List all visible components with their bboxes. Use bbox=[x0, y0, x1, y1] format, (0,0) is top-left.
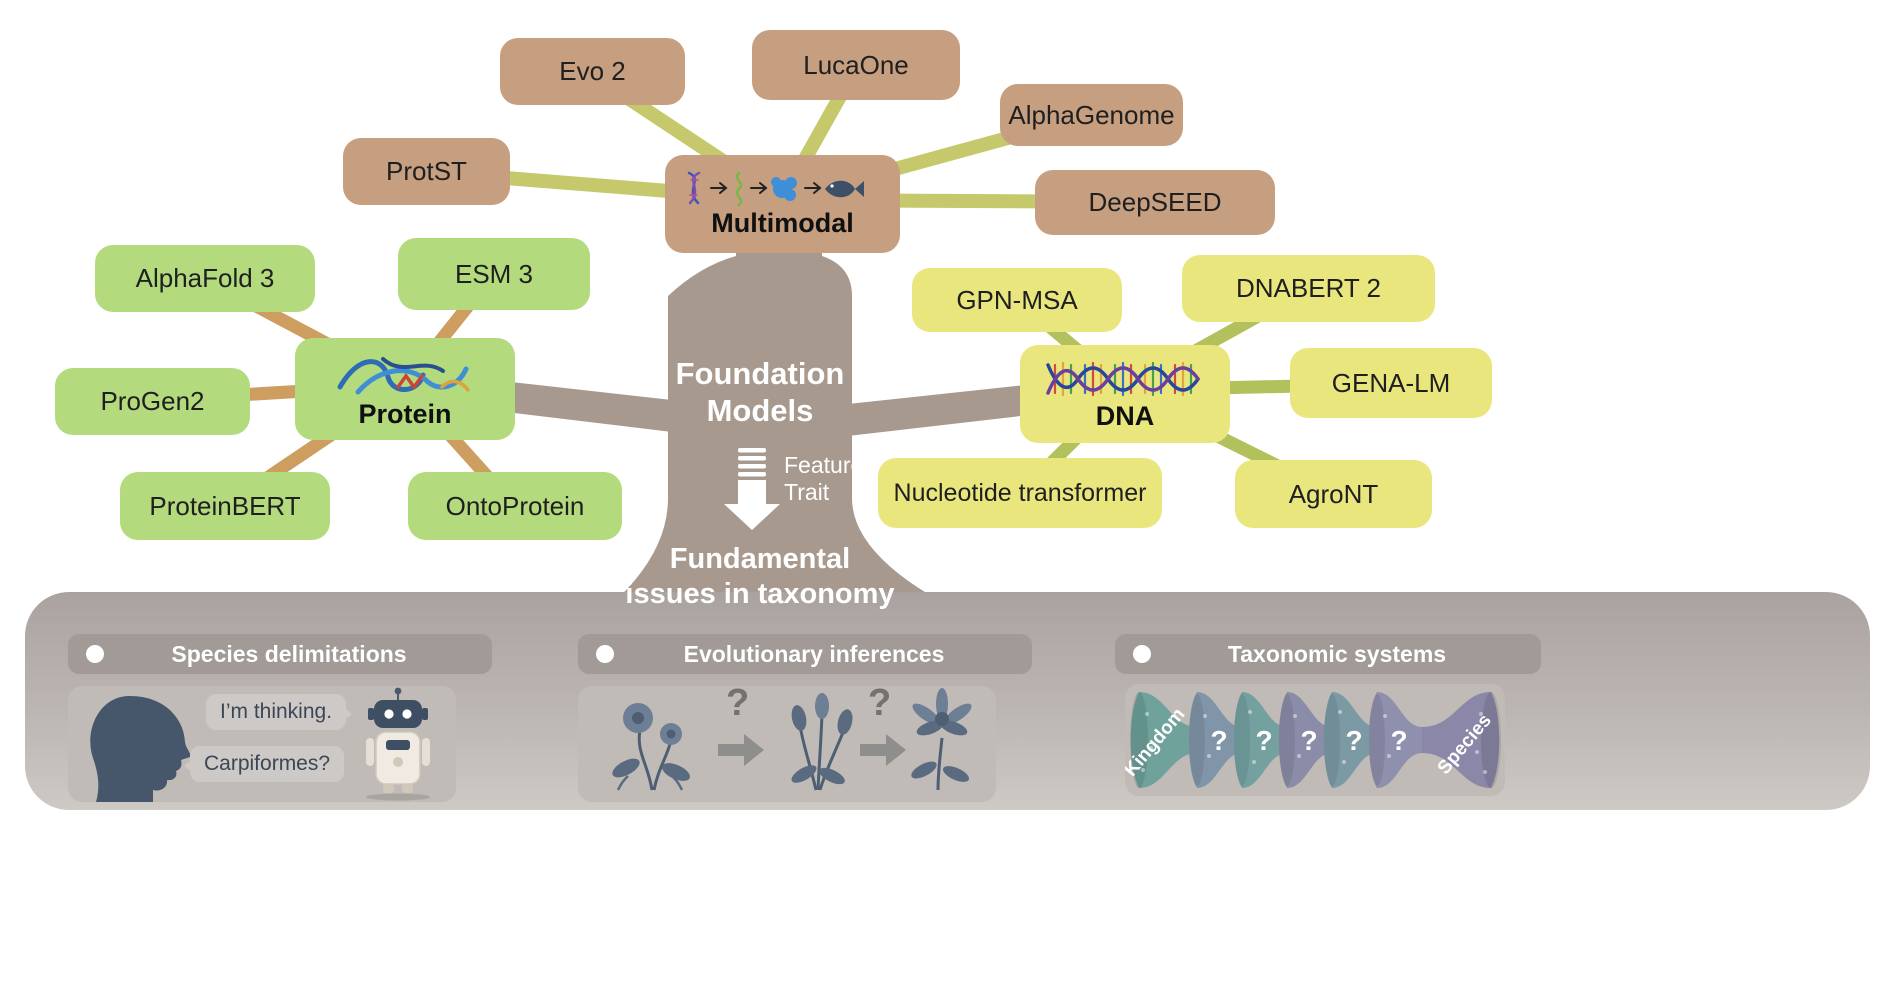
model-box-alphagenome: AlphaGenome bbox=[1000, 84, 1183, 146]
foundation-title-line2: Models bbox=[706, 393, 814, 428]
model-box-deepseed: DeepSEED bbox=[1035, 170, 1275, 235]
protein-blob-icon bbox=[770, 177, 797, 201]
dna-hub: DNA bbox=[1020, 345, 1230, 443]
robot-icon bbox=[366, 687, 430, 801]
dna-hub-label: DNA bbox=[1095, 401, 1155, 431]
rna-mini-icon bbox=[735, 171, 742, 207]
evolution-arrow-icon bbox=[860, 734, 906, 766]
section-title: Taxonomic systems bbox=[1227, 640, 1447, 667]
speech-bubble-carpiformes: Carpiformes? bbox=[183, 746, 345, 782]
model-box-proteinbert: ProteinBERT bbox=[120, 472, 330, 540]
question-mark: ? bbox=[726, 682, 750, 724]
multimodal-hub: Multimodal bbox=[665, 155, 900, 253]
evolutionary-inferences-content: ? ? bbox=[578, 682, 996, 802]
question-mark: ? bbox=[1255, 725, 1272, 756]
plant-evolution-scene bbox=[612, 688, 972, 791]
section-header-taxonomic-systems: Taxonomic systems bbox=[1115, 634, 1541, 674]
flower-icon bbox=[791, 693, 853, 791]
question-mark: ? bbox=[1390, 725, 1407, 756]
feature-trait-arrow-icon bbox=[724, 448, 780, 530]
model-box-agront: AgroNT bbox=[1235, 460, 1432, 528]
model-box-evo-2: Evo 2 bbox=[500, 38, 685, 105]
arrow-right-icon bbox=[803, 182, 822, 194]
multimodal-hub-label: Multimodal bbox=[711, 208, 854, 238]
bullet-circle-icon bbox=[596, 645, 614, 663]
bullet-circle-icon bbox=[86, 645, 104, 663]
model-box-esm-3: ESM 3 bbox=[398, 238, 590, 310]
flower-icon bbox=[911, 688, 972, 791]
flower-icon bbox=[612, 703, 690, 791]
model-box-nucleotide-transformer: Nucleotide transformer bbox=[878, 458, 1162, 528]
section-title: Species delimitations bbox=[171, 640, 407, 667]
issues-title-line2: issues in taxonomy bbox=[625, 578, 895, 610]
multimodal-pipeline-icon bbox=[687, 171, 864, 207]
human-robot-scene bbox=[90, 687, 430, 802]
arrow-right-icon bbox=[709, 182, 728, 194]
issues-title-line1: Fundamental bbox=[669, 543, 851, 575]
question-mark: ? bbox=[1210, 725, 1227, 756]
foundation-title-line1: Foundation bbox=[675, 356, 845, 391]
trunk-shape bbox=[614, 232, 942, 602]
model-box-gena-lm: GENA-LM bbox=[1290, 348, 1492, 418]
model-box-lucaone: LucaOne bbox=[752, 30, 960, 100]
human-head-icon bbox=[90, 696, 191, 802]
protein-hub-label: Protein bbox=[358, 399, 452, 429]
fundamental-issues-title: Fundamental issues in taxonomy bbox=[585, 542, 935, 612]
model-box-progen2: ProGen2 bbox=[55, 368, 250, 435]
foundation-models-title: Foundation Models bbox=[660, 355, 860, 429]
speech-bubble-thinking: I’m thinking. bbox=[206, 694, 353, 730]
model-box-ontoprotein: OntoProtein bbox=[408, 472, 622, 540]
question-mark: ? bbox=[1300, 725, 1317, 756]
feature-trait-label: Feature Trait bbox=[784, 452, 863, 506]
species-delimitations-content: I’m thinking. Carpiformes? bbox=[68, 686, 456, 802]
model-box-gpn-msa: GPN-MSA bbox=[912, 268, 1122, 332]
bullet-circle-icon bbox=[1133, 645, 1151, 663]
section-header-evolutionary-inferences: Evolutionary inferences bbox=[578, 634, 1032, 674]
fish-icon bbox=[824, 180, 864, 198]
section-title: Evolutionary inferences bbox=[683, 640, 945, 667]
dna-mini-icon bbox=[687, 171, 700, 205]
question-mark: ? bbox=[1345, 725, 1362, 756]
arrow-right-icon bbox=[749, 182, 768, 194]
section-header-species-delimitations: Species delimitations bbox=[68, 634, 492, 674]
dna-helix-icon bbox=[1045, 361, 1200, 397]
protein-hub: Protein bbox=[295, 338, 515, 440]
fundamental-issues-panel: Species delimitations bbox=[25, 592, 1870, 810]
model-box-dnabert-2: DNABERT 2 bbox=[1182, 255, 1435, 322]
taxonomic-systems-content: Kingdom ? ? ? ? ? Species bbox=[1125, 684, 1505, 796]
protein-structure-icon bbox=[337, 357, 470, 395]
model-box-alphafold-3: AlphaFold 3 bbox=[95, 245, 315, 312]
model-box-protst: ProtST bbox=[343, 138, 510, 205]
taxonomy-funnel-chain: Kingdom ? ? ? ? ? Species bbox=[1125, 692, 1501, 788]
question-mark: ? bbox=[868, 682, 892, 724]
trait-label: Trait bbox=[784, 479, 830, 505]
evolution-arrow-icon bbox=[718, 734, 764, 766]
feature-label: Feature bbox=[784, 452, 864, 478]
funnel-segments bbox=[1130, 692, 1501, 788]
